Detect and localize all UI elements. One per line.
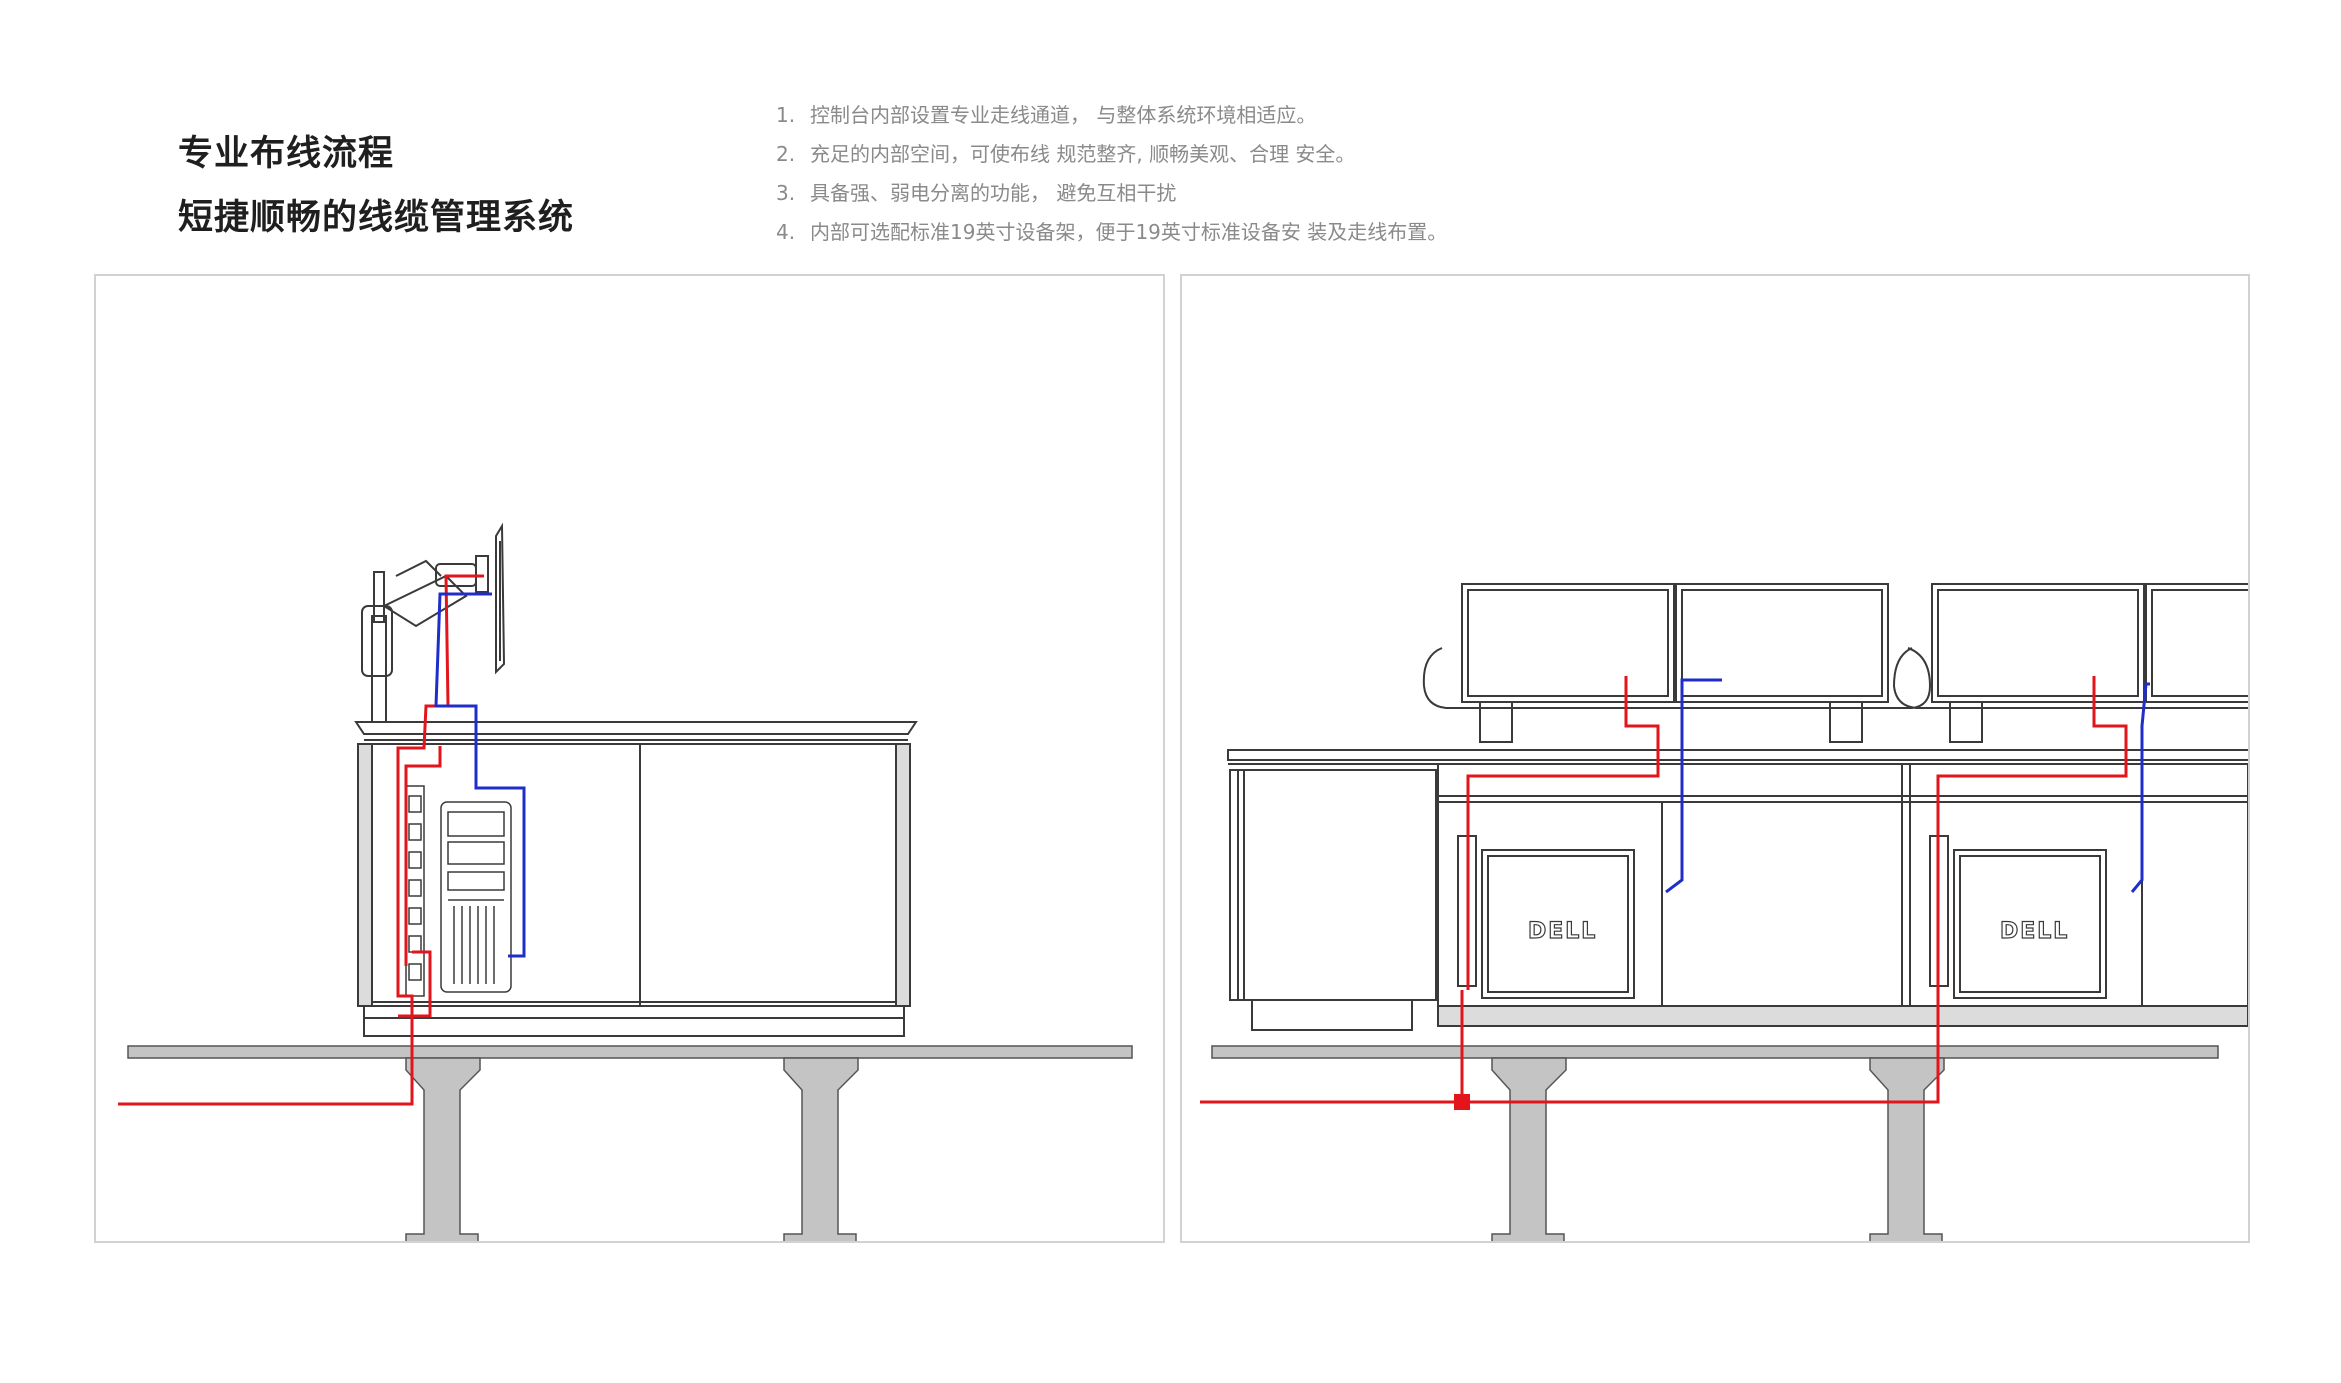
side-section-drawing (118, 522, 1133, 1241)
monitor-group-1 (1422, 583, 1932, 743)
brand-label-1: DELL (1528, 919, 1597, 944)
monitor-group-2 (1892, 583, 2248, 743)
junction-box-marker (1454, 1094, 1470, 1110)
note-item: 4.内部可选配标准19英寸设备架，便于19英寸标准设备安 装及走线布置。 (776, 220, 1448, 244)
raised-floor (1211, 1045, 2219, 1241)
desk-top (354, 721, 918, 741)
front-section-drawing: DELL DELL (1200, 583, 2248, 1241)
computer-tower (440, 801, 512, 993)
feature-notes: 1.控制台内部设置专业走线通道， 与整体系统环境相适应。 2.充足的内部空间，可… (776, 96, 1447, 252)
left-cabinet (1229, 769, 1437, 1031)
desk-top (1227, 749, 2248, 765)
power-cable (118, 574, 484, 1106)
computer-tower-1 (1457, 835, 1635, 999)
data-cable (1665, 678, 2150, 894)
note-item: 3.具备强、弱电分离的功能， 避免互相干扰 (776, 181, 1177, 205)
data-cable (434, 592, 526, 958)
raised-floor (127, 1045, 1133, 1241)
brand-label-2: DELL (2000, 919, 2069, 944)
computer-tower-2 (1929, 835, 2107, 999)
power-cable (1200, 676, 2128, 1104)
front-section-panel: DELL DELL (1180, 274, 2250, 1243)
monitor-side (495, 522, 506, 675)
heading-line-2: 短捷顺畅的线缆管理系统 (178, 198, 575, 238)
monitor-arm (361, 555, 489, 727)
cabinet-body (357, 743, 911, 1037)
power-cable-2 (404, 746, 442, 966)
note-item: 2.充足的内部空间，可使布线 规范整齐, 顺畅美观、合理 安全。 (776, 142, 1356, 166)
heading-line-1: 专业布线流程 (178, 134, 395, 174)
side-section-panel (94, 274, 1165, 1243)
heading-block: 专业布线流程 短捷顺畅的线缆管理系统 (178, 122, 574, 250)
note-item: 1.控制台内部设置专业走线通道， 与整体系统环境相适应。 (776, 103, 1317, 127)
